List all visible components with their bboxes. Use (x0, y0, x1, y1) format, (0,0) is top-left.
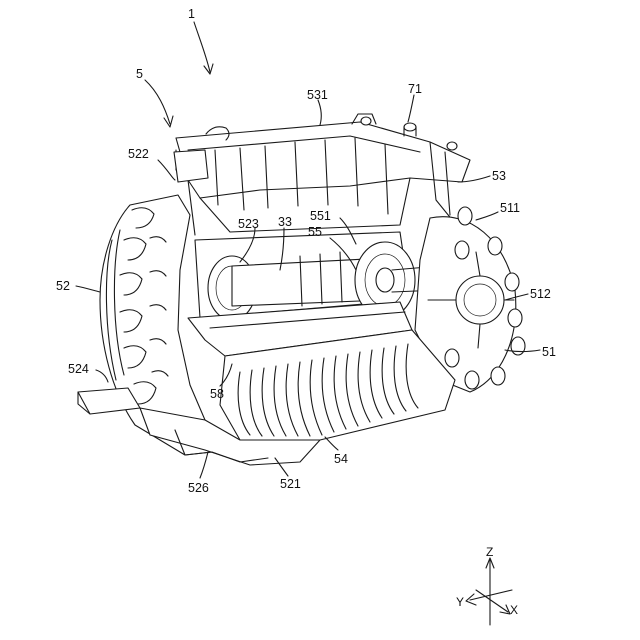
label-port: 71 (408, 82, 422, 96)
coordinate-axes: Z Y X (456, 545, 518, 625)
label-left-cover: 52 (56, 279, 70, 293)
left-frame (174, 150, 208, 182)
axis-label-z: Z (486, 545, 493, 559)
label-shaft: 33 (278, 215, 292, 229)
motor-housing-drawing (78, 114, 525, 465)
top-cover (176, 122, 470, 198)
label-hub: 512 (530, 287, 551, 301)
label-device: 1 (188, 7, 195, 21)
label-housing: 5 (136, 67, 143, 81)
label-left-frame: 522 (128, 147, 149, 161)
label-top-cover: 531 (307, 88, 328, 102)
label-right-boss: 511 (500, 201, 520, 215)
axis-label-y: Y (456, 595, 464, 609)
label-right-flange: 53 (492, 169, 506, 183)
label-bottom-rib: 521 (280, 477, 301, 491)
label-bottom-left: 526 (188, 481, 209, 495)
axis-label-x: X (510, 603, 518, 617)
label-ribbed-plate: 58 (210, 387, 224, 401)
label-bearing-seat: 551 (310, 209, 331, 223)
label-cooling-fins: 54 (334, 452, 348, 466)
label-right-end-cover: 51 (542, 345, 556, 359)
shaft-assembly (195, 232, 440, 320)
label-shaft-support: 55 (308, 225, 322, 239)
label-shaft-left: 523 (238, 217, 259, 231)
label-left-bracket: 524 (68, 362, 89, 376)
